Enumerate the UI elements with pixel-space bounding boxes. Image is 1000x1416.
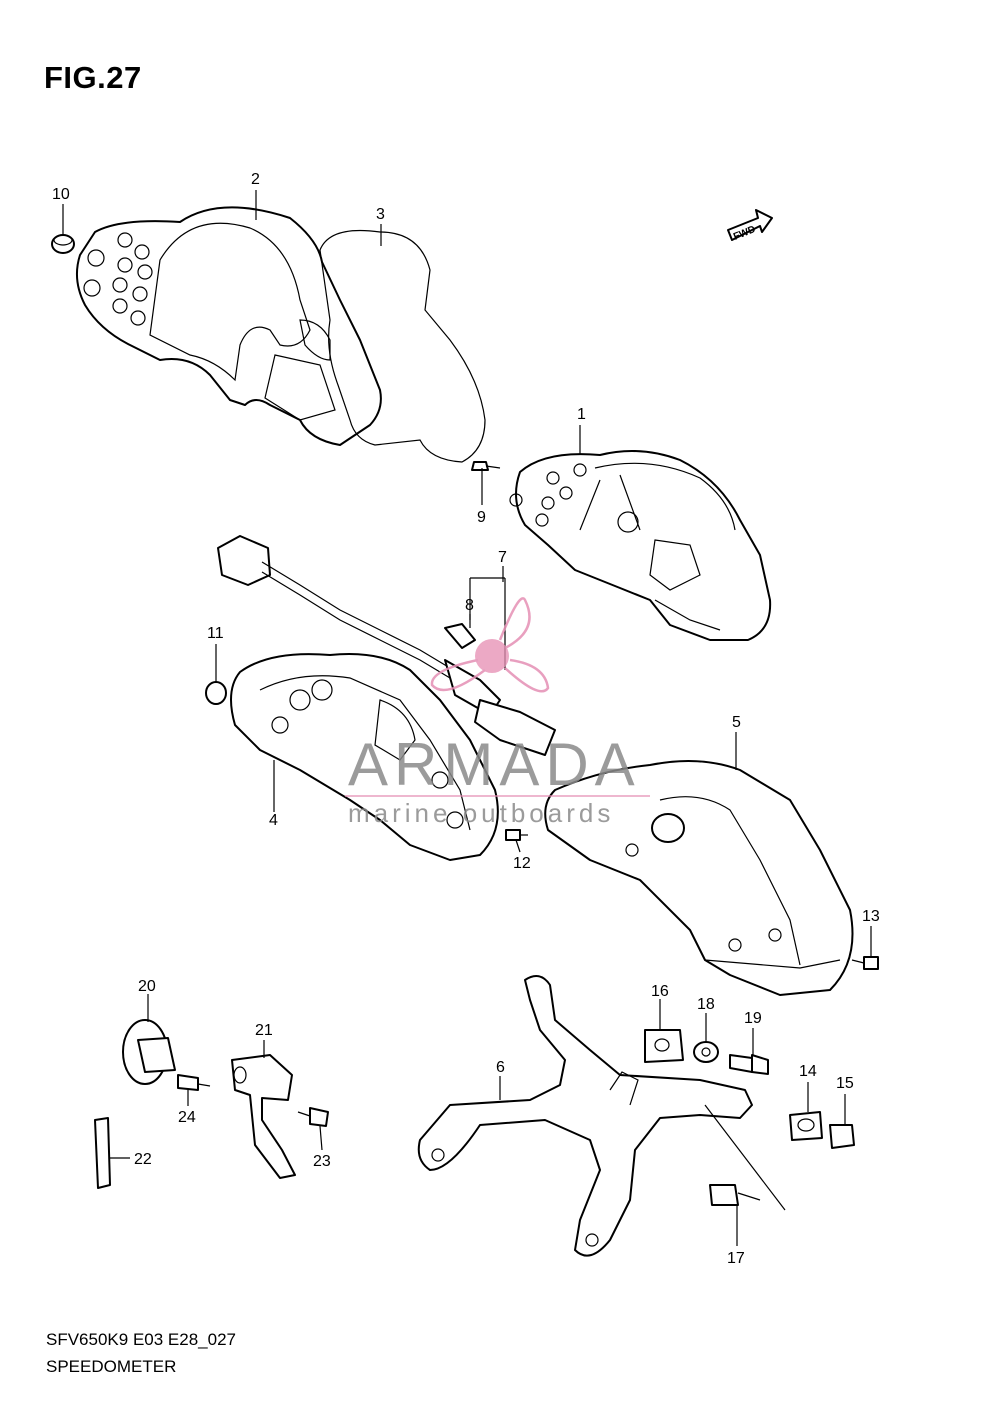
figure-name: SPEEDOMETER	[46, 1357, 177, 1376]
callout-labels: 1 2 3 4 5 6 7 8 9 10 11 12 13 14 15 16 1…	[52, 171, 880, 1267]
part-7-wiring-harness	[217, 535, 556, 756]
callout-17: 17	[727, 1250, 745, 1267]
callout-3: 3	[376, 206, 385, 223]
part-21-switch	[231, 1054, 296, 1179]
callout-21: 21	[255, 1022, 273, 1039]
callout-16: 16	[651, 983, 669, 1000]
part-6-bracket	[417, 975, 753, 1257]
callout-7: 7	[498, 549, 507, 566]
callout-24: 24	[178, 1109, 196, 1126]
part-10-cap	[51, 234, 75, 254]
callout-10: 10	[52, 186, 70, 203]
part-22-clip	[94, 1117, 111, 1189]
callout-13: 13	[862, 908, 880, 925]
part-16-cushion	[644, 1029, 684, 1063]
part-3-gasket	[319, 229, 486, 463]
part-20-switch-plate	[122, 1019, 176, 1085]
callout-4: 4	[269, 812, 278, 829]
armada-watermark: ARMADA marine outboards	[345, 597, 650, 828]
part-12-screw	[505, 829, 528, 841]
callout-5: 5	[732, 714, 741, 731]
callout-19: 19	[744, 1010, 762, 1027]
callout-9: 9	[477, 509, 486, 526]
callout-8: 8	[465, 597, 474, 614]
part-11-grommet	[205, 681, 227, 705]
part-18-washer	[693, 1041, 719, 1063]
callout-15: 15	[836, 1075, 854, 1092]
part-17-bolt	[709, 1184, 761, 1206]
callout-12: 12	[513, 855, 531, 872]
callout-18: 18	[697, 996, 715, 1013]
part-17-leader-line	[704, 1104, 786, 1211]
part-2-meter-cover	[75, 206, 382, 446]
part-14-cushion	[789, 1111, 823, 1141]
part-15-nut	[829, 1124, 855, 1149]
model-code: SFV650K9 E03 E28_027	[46, 1330, 236, 1349]
callout-1: 1	[577, 406, 586, 423]
callout-2: 2	[251, 171, 260, 188]
callout-leaders	[62, 190, 872, 1246]
part-9-screw	[471, 461, 501, 471]
part-1-meter-assembly	[509, 450, 772, 641]
callout-22: 22	[134, 1151, 152, 1168]
callout-14: 14	[799, 1063, 817, 1080]
part-24-screw	[177, 1074, 211, 1091]
callout-23: 23	[313, 1153, 331, 1170]
part-4-meter-case	[230, 653, 499, 861]
watermark-brand: ARMADA	[348, 731, 641, 798]
part-5-rear-cover	[544, 760, 854, 996]
watermark-tagline: marine outboards	[348, 798, 614, 828]
callout-11: 11	[207, 625, 224, 642]
figure-title: FIG.27	[44, 60, 142, 95]
propeller-logo-icon	[430, 597, 550, 693]
callout-6: 6	[496, 1059, 505, 1076]
callout-20: 20	[138, 978, 156, 995]
part-23-screw	[297, 1107, 329, 1127]
part-8-clamp	[444, 623, 476, 649]
part-19-bolt	[729, 1054, 769, 1075]
fwd-arrow-icon: FWD	[727, 209, 773, 243]
part-13-screw	[851, 956, 879, 970]
